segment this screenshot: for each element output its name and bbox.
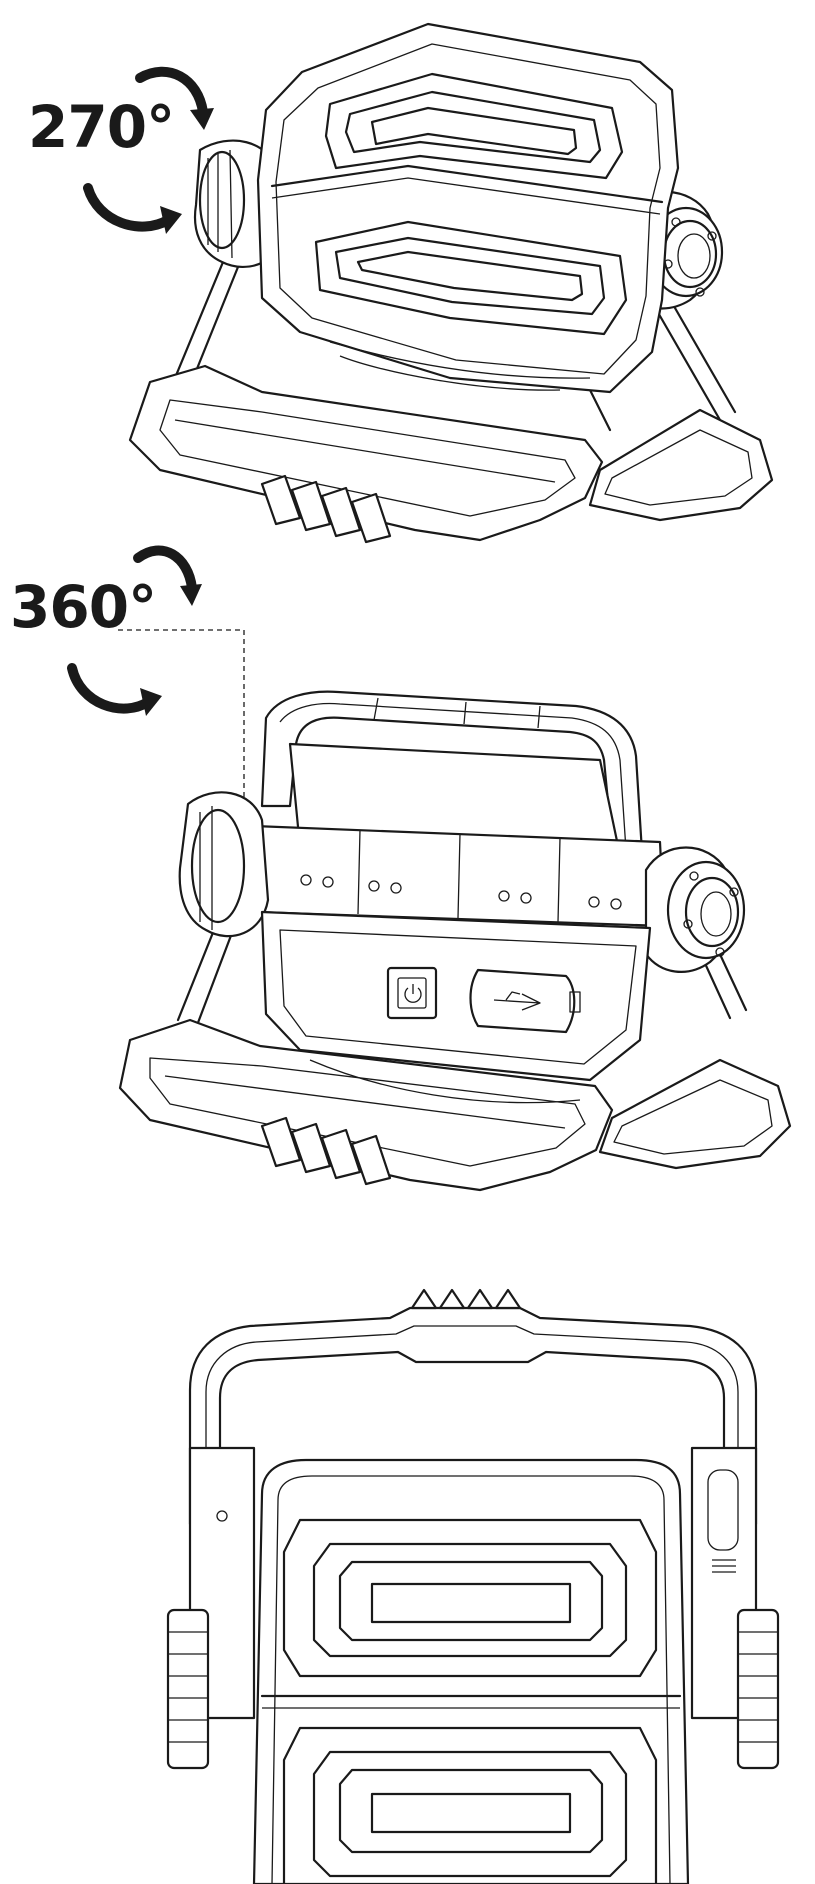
rotation-arrow-270-bottom-icon [83, 183, 182, 234]
rotation-arrow-360-bottom-icon [67, 663, 162, 716]
front-view [166, 1288, 780, 1884]
rotation-360-label: 360° [10, 573, 157, 641]
usb-port-icon [469, 968, 581, 1034]
power-button-icon [386, 966, 438, 1020]
rotation-axis-guide [118, 629, 245, 800]
rotation-arrow-270-top-icon [135, 66, 214, 130]
angled-front-view [128, 22, 774, 544]
rotation-arrow-360-top-icon [133, 545, 202, 606]
rotation-270-label: 270° [28, 93, 175, 161]
angled-rear-view [118, 690, 792, 1192]
